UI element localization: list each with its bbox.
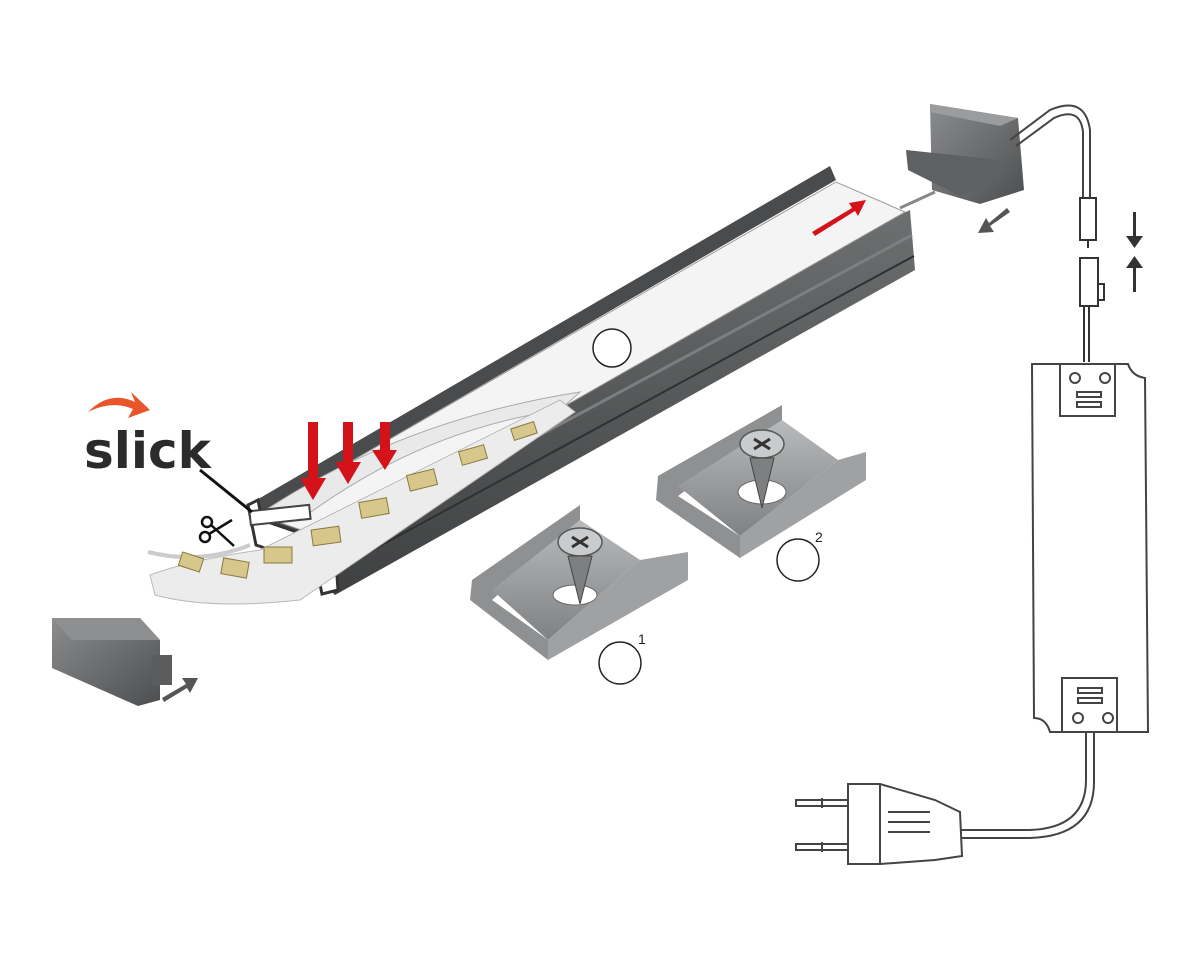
mounting-clip-2: 2: [656, 405, 866, 582]
red-arrow-slide: [812, 200, 866, 236]
led-chips: [177, 420, 538, 579]
connector-icon: [1079, 197, 1105, 362]
left-end-cap: [52, 618, 198, 706]
connect-arrows: [1126, 212, 1143, 292]
power-supply-icon: [950, 363, 1150, 839]
scissors-icon: [198, 515, 235, 547]
callout-circle-diffuser: [592, 328, 632, 368]
callout-circle-2: [776, 538, 820, 582]
wire-and-connector: [1009, 104, 1143, 362]
screw-icon: [557, 527, 603, 605]
red-arrow-2: [335, 422, 361, 484]
arrow-cap-left: [162, 678, 198, 702]
plug-icon: [795, 783, 964, 865]
arrow-cap-right: [978, 208, 1010, 233]
callout-number-2: 2: [815, 529, 823, 545]
logo-text: slick: [84, 422, 213, 480]
mounting-clip-1: 1: [470, 505, 688, 685]
slick-logo: slick: [84, 392, 253, 514]
red-arrow-3: [372, 422, 397, 470]
right-end-cap: [899, 104, 1024, 233]
press-arrows: [300, 200, 866, 500]
profile-back-wall: [248, 166, 836, 515]
screw-icon: [739, 429, 785, 509]
callout-circle-1: [598, 641, 642, 685]
led-strip: [147, 399, 576, 605]
logo-swoosh-icon: [88, 392, 150, 418]
red-arrow-1: [300, 422, 326, 500]
callout-number-1: 1: [638, 631, 646, 647]
